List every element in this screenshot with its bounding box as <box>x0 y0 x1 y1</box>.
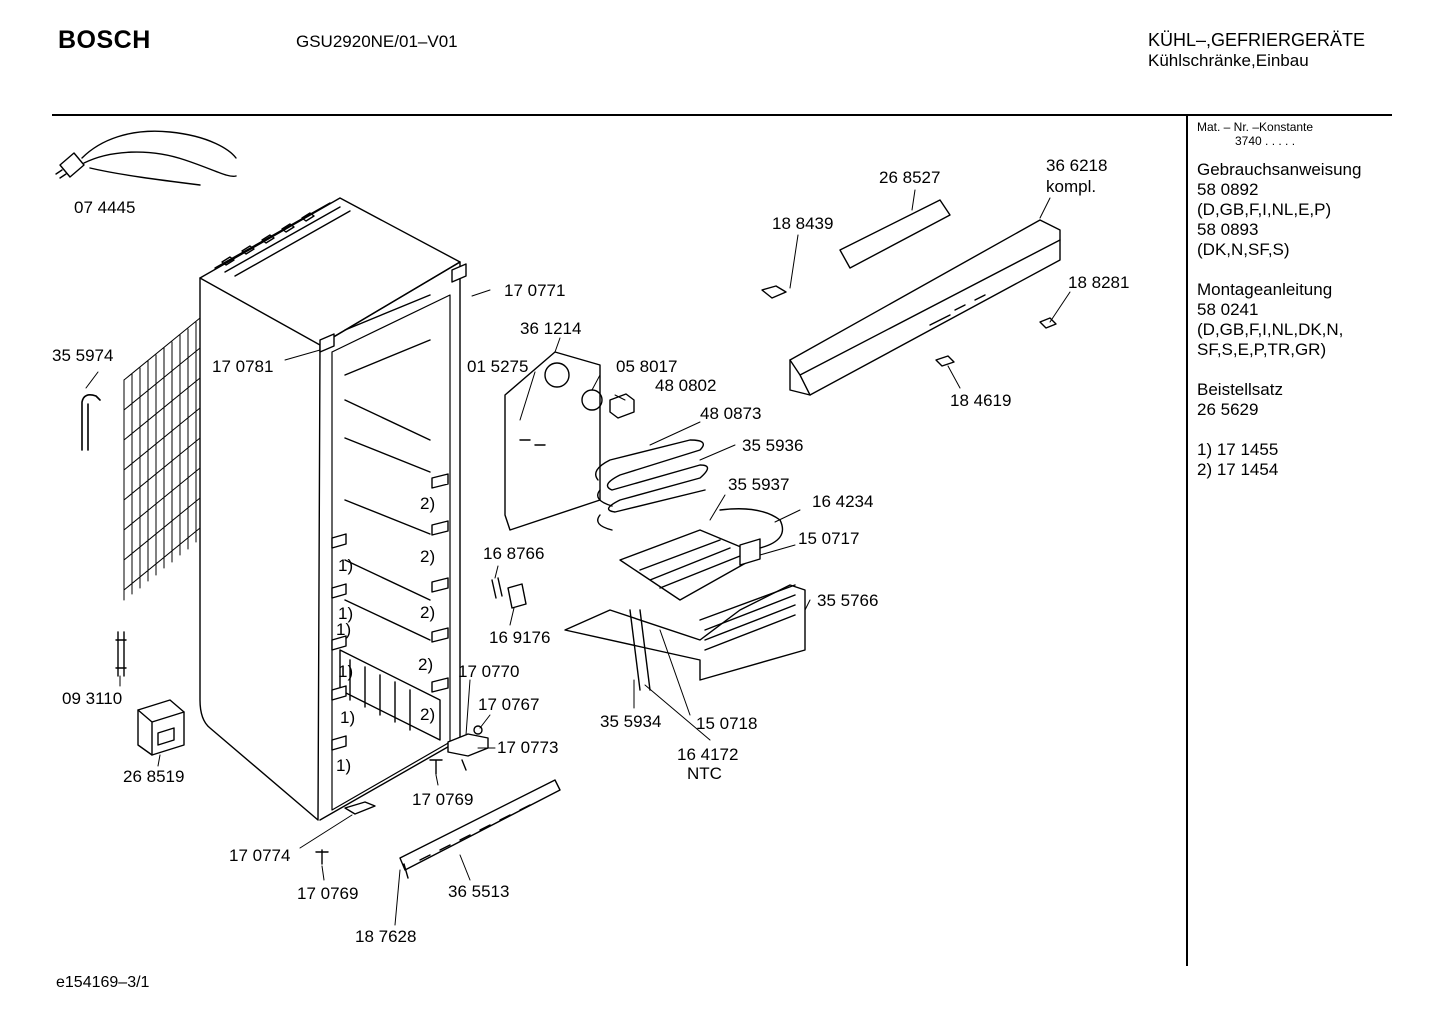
leader-lines <box>85 189 1071 926</box>
part-label-184619: 18 4619 <box>950 391 1012 410</box>
part-label-480873: 48 0873 <box>700 404 762 423</box>
part-label-150717: 15 0717 <box>798 529 860 548</box>
control-panel-part <box>789 219 1061 396</box>
sidebar-info: Mat. – Nr. –Konstante 3740 . . . . . Geb… <box>1197 120 1387 480</box>
footnote-marker-1: 1) <box>338 556 354 575</box>
install-langs-2: SF,S,E,P,TR,GR) <box>1197 340 1327 359</box>
part-label-168766: 16 8766 <box>483 544 545 563</box>
part-label-188281: 18 8281 <box>1068 273 1130 292</box>
clip-part <box>491 577 503 599</box>
cabinet-housing <box>199 197 467 821</box>
part-label-169176: 16 9176 <box>489 628 551 647</box>
drawing-id: e154169–3/1 <box>56 974 150 991</box>
kit-number: 26 5629 <box>1197 400 1259 419</box>
part-label-355934: 35 5934 <box>600 712 662 731</box>
manual-langs-1: (D,GB,F,I,NL,E,P) <box>1197 200 1332 219</box>
part-label-170770: 17 0770 <box>458 662 520 681</box>
kickplate-part <box>399 779 561 879</box>
part-label-187628: 18 7628 <box>355 927 417 946</box>
part-label-150718: 15 0718 <box>696 714 758 733</box>
category-subtitle: Kühlschränke,Einbau <box>1148 51 1309 70</box>
footnote-1: 1) 17 1455 <box>1197 440 1279 459</box>
sensor-part <box>115 631 127 677</box>
mat-value: 3740 . . . . . <box>1235 134 1296 148</box>
switch-part-188281 <box>1039 317 1057 329</box>
part-label-170771: 17 0771 <box>504 281 566 300</box>
manual-number-1: 58 0892 <box>1197 180 1259 199</box>
relay-part <box>137 699 185 756</box>
footnote-marker-1: 1) <box>336 620 352 639</box>
switch-part-188439 <box>761 285 787 299</box>
manual-number-2: 58 0893 <box>1197 220 1259 239</box>
footnote-marker-2: 2) <box>420 705 436 724</box>
footnote-marker-2: 2) <box>420 547 436 566</box>
install-langs-1: (D,GB,F,I,NL,DK,N, <box>1197 320 1344 339</box>
part-label-164172: 16 4172 <box>677 745 739 764</box>
install-title: Montageanleitung <box>1197 280 1333 299</box>
power-cord-part <box>55 130 237 186</box>
footnote-marker-1: 1) <box>338 662 354 681</box>
kickplate-slots <box>419 804 531 861</box>
drain-tube-part <box>81 394 101 451</box>
part-label-kompl: kompl. <box>1046 177 1097 196</box>
part-label-058017: 05 8017 <box>616 357 678 376</box>
part-label-170769-b: 17 0769 <box>297 884 359 903</box>
part-label-268527: 26 8527 <box>879 168 941 187</box>
part-label-015275: 01 5275 <box>467 357 529 376</box>
footnote-marker-1: 1) <box>336 756 352 775</box>
part-label-365513: 36 5513 <box>448 882 510 901</box>
part-label-355936: 35 5936 <box>742 436 804 455</box>
coil-part <box>595 439 709 531</box>
footnote-2: 2) 17 1454 <box>1197 460 1279 479</box>
part-label-188439: 18 8439 <box>772 214 834 233</box>
part-label-361214: 36 1214 <box>520 319 582 338</box>
part-label-093110: 09 3110 <box>62 689 123 708</box>
manual-langs-2: (DK,N,SF,S) <box>1197 240 1290 259</box>
condenser-part <box>123 317 201 601</box>
switch-part-184619 <box>935 355 955 367</box>
header-divider <box>52 114 1392 116</box>
kit-title: Beistellsatz <box>1197 380 1283 399</box>
footnote-marker-1: 1) <box>340 708 356 727</box>
part-label-ntc: NTC <box>687 764 722 783</box>
part-label-355974: 35 5974 <box>52 346 114 365</box>
install-number: 58 0241 <box>1197 300 1259 319</box>
part-label-170773: 17 0773 <box>497 738 559 757</box>
evaporator-tray-part <box>564 508 806 691</box>
model-number: GSU2920NE/01–V01 <box>296 32 458 51</box>
part-label-170774: 17 0774 <box>229 846 291 865</box>
part-label-480802: 48 0802 <box>655 376 717 395</box>
manual-title: Gebrauchsanweisung <box>1197 160 1362 179</box>
screw-part <box>315 849 329 865</box>
part-label-170767: 17 0767 <box>478 695 540 714</box>
footnote-marker-1: 1) <box>338 604 354 623</box>
part-label-355766: 35 5766 <box>817 591 879 610</box>
mat-label: Mat. – Nr. –Konstante <box>1197 120 1314 134</box>
part-label-164234: 16 4234 <box>812 492 874 511</box>
brand-logo: BOSCH <box>58 26 151 54</box>
part-label-268519: 26 8519 <box>123 767 185 786</box>
bracket-part <box>344 801 376 815</box>
part-label-074445: 07 4445 <box>74 198 136 217</box>
part-label-366218: 36 6218 <box>1046 156 1108 175</box>
footnote-marker-2: 2) <box>420 603 436 622</box>
circuit-board-part <box>839 199 951 269</box>
footnote-marker-2: 2) <box>420 494 436 513</box>
part-label-170781: 17 0781 <box>212 357 274 376</box>
hinge-part <box>429 725 489 775</box>
part-label-355937: 35 5937 <box>728 475 790 494</box>
footnote-marker-2: 2) <box>418 655 434 674</box>
part-label-170769-a: 17 0769 <box>412 790 474 809</box>
category-title: KÜHL–,GEFRIERGERÄTE <box>1148 30 1366 50</box>
sidebar-divider <box>1186 116 1188 966</box>
cover-part <box>507 583 527 609</box>
